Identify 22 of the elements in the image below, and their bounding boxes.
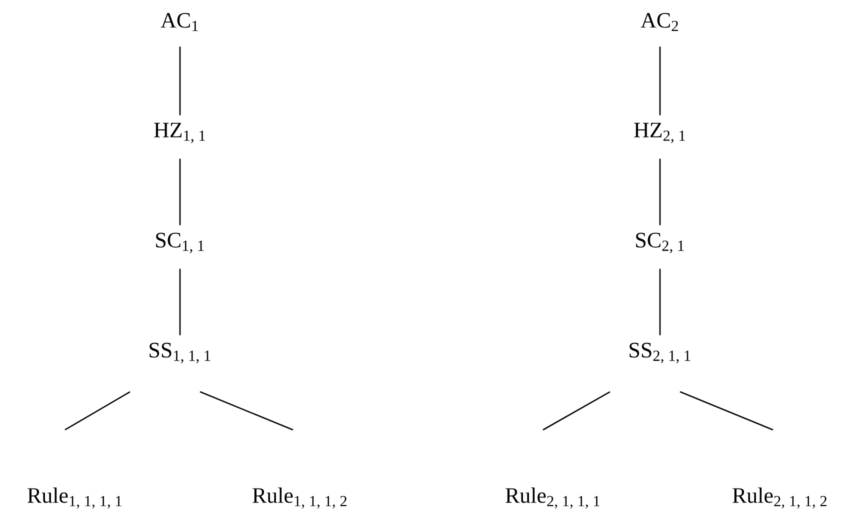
- connector-line: [179, 158, 181, 226]
- tree-label: HZ$_{2, 1}$: [634, 122, 685, 144]
- tree-label: SS$_{2, 1, 1}$: [630, 342, 690, 364]
- connector-line: [200, 391, 294, 430]
- tree-label: Rule$_{2, 1, 1, 1}$: [506, 487, 600, 509]
- tree-label: HZ$_{1, 1}$: [154, 122, 205, 144]
- tree-label: Rule$_{2, 1, 1, 2}$: [732, 487, 827, 509]
- connector-line: [659, 158, 661, 226]
- tree-label: Rule$_{1, 1, 1, 2}$: [252, 487, 347, 509]
- connector-line: [659, 46, 661, 116]
- connector-line: [64, 391, 130, 430]
- tree-label: Rule$_{1, 1, 1, 1}$: [28, 487, 122, 509]
- connector-line: [179, 46, 181, 116]
- connector-line: [542, 391, 610, 430]
- connector-line: [659, 268, 661, 336]
- connector-line: [680, 391, 774, 430]
- connector-line: [179, 268, 181, 336]
- tree-label: SC$_{2, 1}$: [636, 232, 684, 254]
- tree-label: SC$_{1, 1}$: [156, 232, 204, 254]
- tree-label: SS$_{1, 1, 1}$: [150, 342, 210, 364]
- tree-label: AC$_{2}$: [640, 12, 678, 32]
- tree-label: AC$_{1}$: [160, 12, 198, 32]
